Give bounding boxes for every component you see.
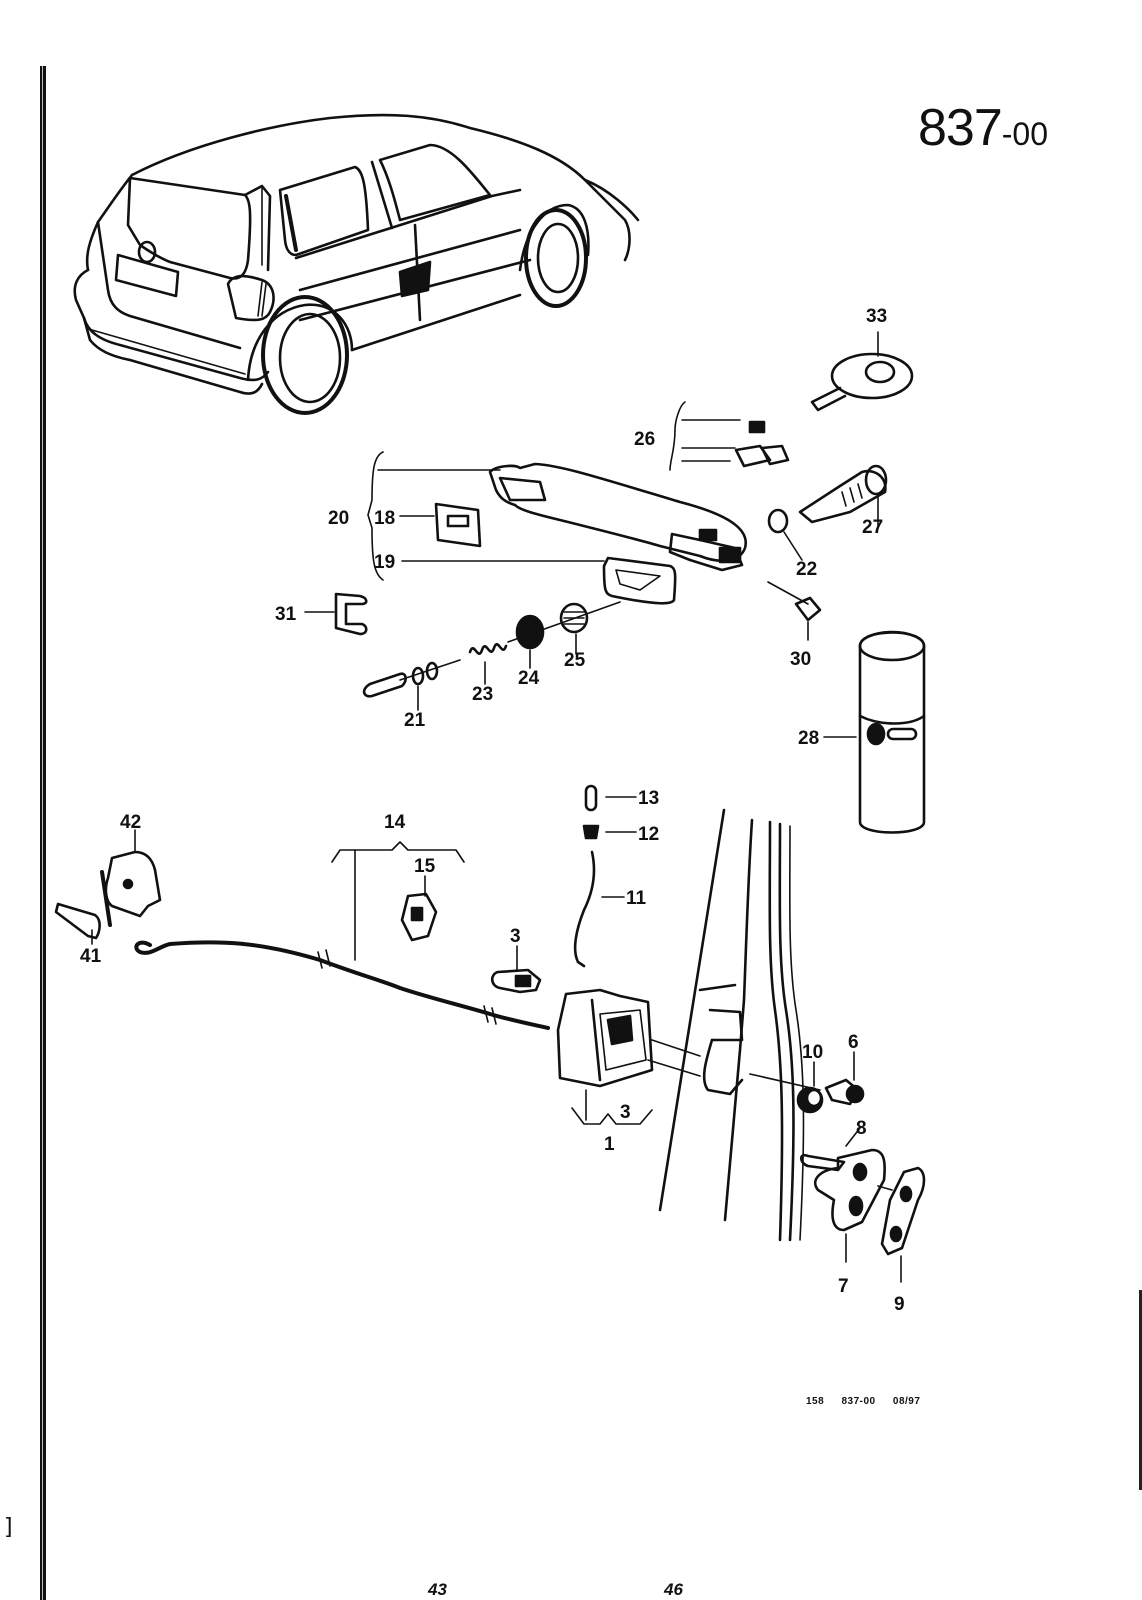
binding-edge bbox=[40, 66, 46, 1600]
callout-12: 12 bbox=[638, 824, 659, 845]
callout-24: 24 bbox=[518, 668, 540, 689]
callout-33: 33 bbox=[866, 306, 887, 327]
callout-25: 25 bbox=[564, 650, 586, 671]
callout-31: 31 bbox=[275, 604, 297, 625]
callout-13: 13 bbox=[638, 788, 659, 809]
page-code-suffix: -00 bbox=[1001, 116, 1049, 152]
callout-22: 22 bbox=[796, 559, 817, 580]
car-illustration bbox=[73, 113, 640, 415]
callout-27: 27 bbox=[862, 517, 883, 538]
spray-can bbox=[823, 630, 926, 834]
callout-23: 23 bbox=[472, 684, 493, 705]
callout-41: 41 bbox=[80, 946, 102, 967]
callout-18: 18 bbox=[374, 508, 395, 529]
callout-30: 30 bbox=[790, 649, 811, 670]
callout-28: 28 bbox=[798, 728, 819, 749]
callout-26: 26 bbox=[634, 429, 655, 450]
callout-21: 21 bbox=[404, 710, 426, 731]
callout-19: 19 bbox=[374, 552, 395, 573]
drawing-reference: 158 837-00 08/97 bbox=[806, 1396, 921, 1407]
callout-20: 20 bbox=[328, 508, 349, 529]
callout-1: 1 bbox=[604, 1134, 615, 1155]
bottom-page-number-left: 43 bbox=[428, 1580, 447, 1599]
callout-3-upper: 3 bbox=[510, 926, 521, 947]
callout-8: 8 bbox=[856, 1118, 867, 1139]
callout-9: 9 bbox=[894, 1294, 905, 1315]
callout-11: 11 bbox=[626, 888, 647, 909]
callout-14: 14 bbox=[384, 812, 406, 833]
page-edge-mark bbox=[1139, 1290, 1142, 1490]
door-handle-assembly bbox=[304, 331, 914, 711]
margin-mark: ] bbox=[4, 1515, 13, 1540]
lock-cable-assembly bbox=[54, 784, 926, 1283]
page-code-main: 837 bbox=[918, 99, 1003, 157]
callout-7: 7 bbox=[838, 1276, 849, 1297]
callout-42: 42 bbox=[120, 812, 141, 833]
callout-3-lower: 3 bbox=[620, 1102, 631, 1123]
callout-6: 6 bbox=[848, 1032, 859, 1053]
callout-10: 10 bbox=[802, 1042, 823, 1063]
callout-labels: 33 26 20 18 19 27 22 31 25 30 24 23 21 2… bbox=[80, 306, 905, 1315]
callout-15: 15 bbox=[414, 856, 436, 877]
page-code: 837-00 bbox=[918, 98, 1048, 158]
bottom-page-number-right: 46 bbox=[664, 1580, 683, 1599]
